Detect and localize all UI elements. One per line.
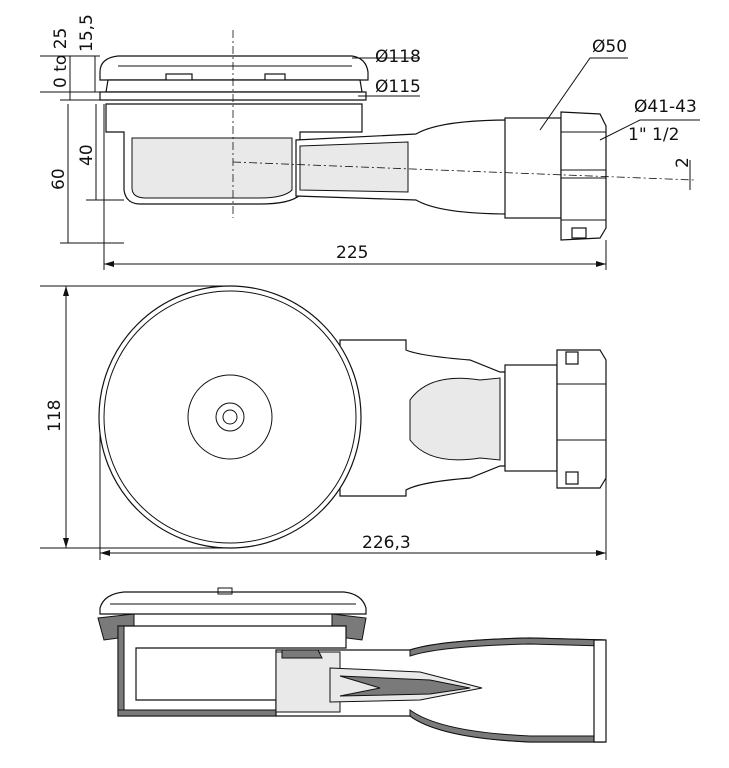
plan-view: 226,3 118 [40, 285, 607, 560]
dim-d115: Ø115 [375, 77, 421, 97]
dim-118: 118 [45, 400, 65, 432]
dim-d50: Ø50 [592, 37, 627, 57]
dim-thread: 1" 1/2 [628, 125, 679, 145]
membrane-valve [339, 675, 471, 697]
outlet-funnel-plan [409, 377, 501, 461]
outlet-centerline [232, 161, 695, 181]
dim-d41-43: Ø41-43 [634, 97, 697, 117]
dim-60: 60 [49, 168, 69, 190]
pipe-end [593, 639, 607, 743]
pipe-section [299, 141, 409, 193]
nut-grip [565, 351, 579, 365]
side-elevation-view: Ø118 Ø115 Ø50 Ø41-43 1" 1/2 225 15,5 0 t… [40, 14, 700, 270]
section-cover [99, 591, 367, 615]
section-view [97, 587, 607, 743]
cover-outer-circle [98, 285, 362, 549]
wall-hatch [117, 625, 125, 717]
cover-centre-ring [187, 374, 273, 460]
dim-40: 40 [77, 144, 97, 166]
union-body [504, 117, 562, 219]
dim-226-3: 226,3 [362, 533, 411, 553]
dim-d118: Ø118 [375, 47, 421, 67]
insert-cap [281, 649, 323, 659]
dim-0-to-25: 0 to 25 [51, 28, 71, 88]
bowl-inner [131, 137, 293, 199]
union-body-plan [504, 364, 558, 472]
dim-225: 225 [336, 243, 368, 263]
cover-plate [99, 55, 369, 81]
nut-grip [571, 227, 587, 239]
centre-screw [215, 402, 245, 432]
flange [105, 79, 363, 93]
dim-15-5: 15,5 [77, 14, 97, 52]
union-nut [560, 111, 607, 241]
union-nut-plan [556, 349, 607, 489]
dim-slope-2: 2 [673, 157, 693, 168]
nut-grip [565, 471, 579, 485]
